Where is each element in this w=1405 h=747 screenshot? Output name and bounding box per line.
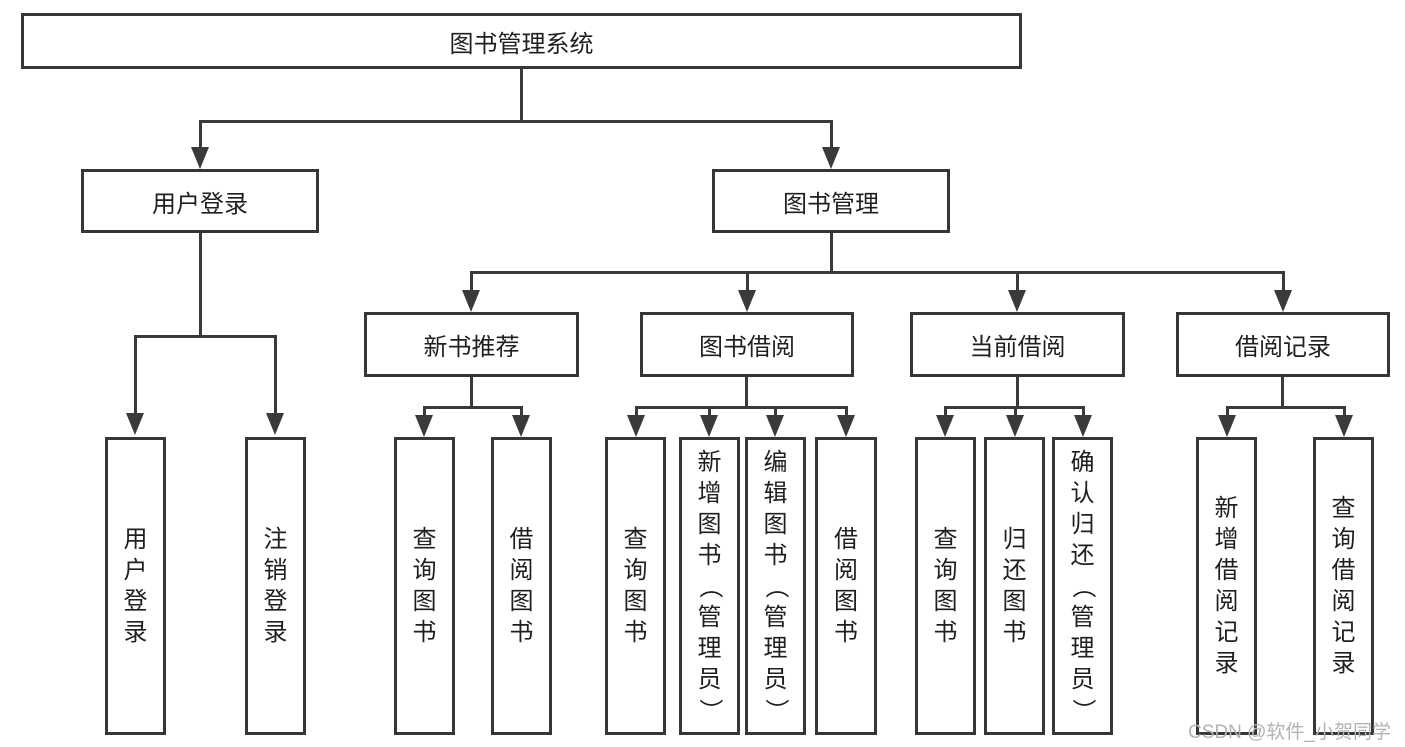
arrow-to-book-management [822,120,840,169]
leaf-query-books-recommend: 查询图书 [394,437,455,735]
leaf-query-books-borrow: 查询图书 [605,437,666,735]
leaf-borrow-books-recommend-label: 借阅图书 [509,526,534,646]
connector-new-book-recommend-hline [423,406,523,409]
node-borrow-records: 借阅记录 [1176,312,1390,377]
node-user-login-label: 用户登录 [152,190,248,218]
connector-book-borrow-hline [635,406,847,409]
arrow-to-borrow-records [1274,271,1292,312]
leaf-user-login-label: 用户登录 [123,526,148,646]
node-new-book-recommend: 新书推荐 [364,312,579,377]
arrow-to-leaf-user-login [126,335,144,435]
leaf-logout: 注销登录 [245,437,306,735]
leaf-confirm-return-admin-label: 确认归还（管理员） [1069,448,1096,723]
arrow-to-leaf-borrow-books-borrow [837,406,855,437]
leaf-borrow-books-borrow: 借阅图书 [815,437,877,735]
arrow-to-leaf-confirm-return-admin [1074,406,1092,437]
node-book-borrow-label: 图书借阅 [699,334,795,361]
arrow-to-leaf-add-book-admin [700,406,718,437]
node-borrow-records-label: 借阅记录 [1235,334,1331,361]
arrow-to-book-borrow [738,271,756,312]
arrow-to-leaf-query-books-current [936,406,954,437]
node-root-label: 图书管理系统 [449,30,594,58]
leaf-add-book-admin: 新增图书（管理员） [679,437,740,735]
leaf-add-borrow-record-label: 新增借阅记录 [1214,495,1239,677]
leaf-add-borrow-record: 新增借阅记录 [1196,437,1257,735]
connector-user-login-hline [134,335,277,338]
connector-borrow-records-stem [1281,377,1284,409]
leaf-query-books-current-label: 查询图书 [933,526,958,646]
connector-user-login-stem [199,233,202,336]
node-book-management: 图书管理 [712,169,950,233]
arrow-to-leaf-borrow-books-recommend [512,406,530,437]
leaf-edit-book-admin-label: 编辑图书（管理员） [762,448,789,723]
leaf-confirm-return-admin: 确认归还（管理员） [1052,437,1113,735]
node-book-borrow: 图书借阅 [640,312,854,377]
connector-new-book-recommend-stem [470,377,473,409]
arrow-to-leaf-add-borrow-record [1218,406,1236,437]
leaf-logout-label: 注销登录 [263,526,288,646]
connector-root-hline [199,120,833,123]
node-book-management-label: 图书管理 [783,190,879,218]
arrow-to-user-login [191,120,209,169]
connector-root-stem [520,69,523,121]
node-root: 图书管理系统 [21,13,1022,69]
leaf-borrow-books-borrow-label: 借阅图书 [834,526,858,646]
leaf-query-borrow-record: 查询借阅记录 [1313,437,1374,735]
leaf-query-borrow-record-label: 查询借阅记录 [1331,495,1356,677]
leaf-query-books-recommend-label: 查询图书 [412,526,437,646]
leaf-return-books-label: 归还图书 [1002,526,1027,646]
leaf-query-books-current: 查询图书 [915,437,976,735]
leaf-return-books: 归还图书 [984,437,1045,735]
leaf-edit-book-admin: 编辑图书（管理员） [745,437,806,735]
arrow-to-leaf-return-books [1006,406,1024,437]
arrow-to-leaf-query-borrow-record [1335,406,1353,437]
connector-book-management-hline [470,271,1284,274]
connector-current-borrow-stem [1016,377,1019,409]
connector-book-borrow-stem [745,377,748,409]
node-current-borrow-label: 当前借阅 [969,334,1066,361]
arrow-to-leaf-logout [266,335,284,435]
leaf-user-login: 用户登录 [105,437,166,735]
node-current-borrow: 当前借阅 [910,312,1125,377]
leaf-add-book-admin-label: 新增图书（管理员） [696,448,723,723]
arrow-to-leaf-query-books-borrow [627,406,645,437]
node-user-login: 用户登录 [81,169,319,233]
arrow-to-current-borrow [1008,271,1026,312]
arrow-to-leaf-query-books-recommend [415,406,433,437]
arrow-to-leaf-edit-book-admin [766,406,784,437]
csdn-watermark: CSDN @软件_小贺同学 [1188,722,1391,743]
connector-book-management-stem [830,233,833,273]
arrow-to-new-book-recommend [462,271,480,312]
leaf-query-books-borrow-label: 查询图书 [623,526,648,646]
connector-borrow-records-hline [1226,406,1345,409]
node-new-book-recommend-label: 新书推荐 [423,334,520,361]
leaf-borrow-books-recommend: 借阅图书 [491,437,552,735]
